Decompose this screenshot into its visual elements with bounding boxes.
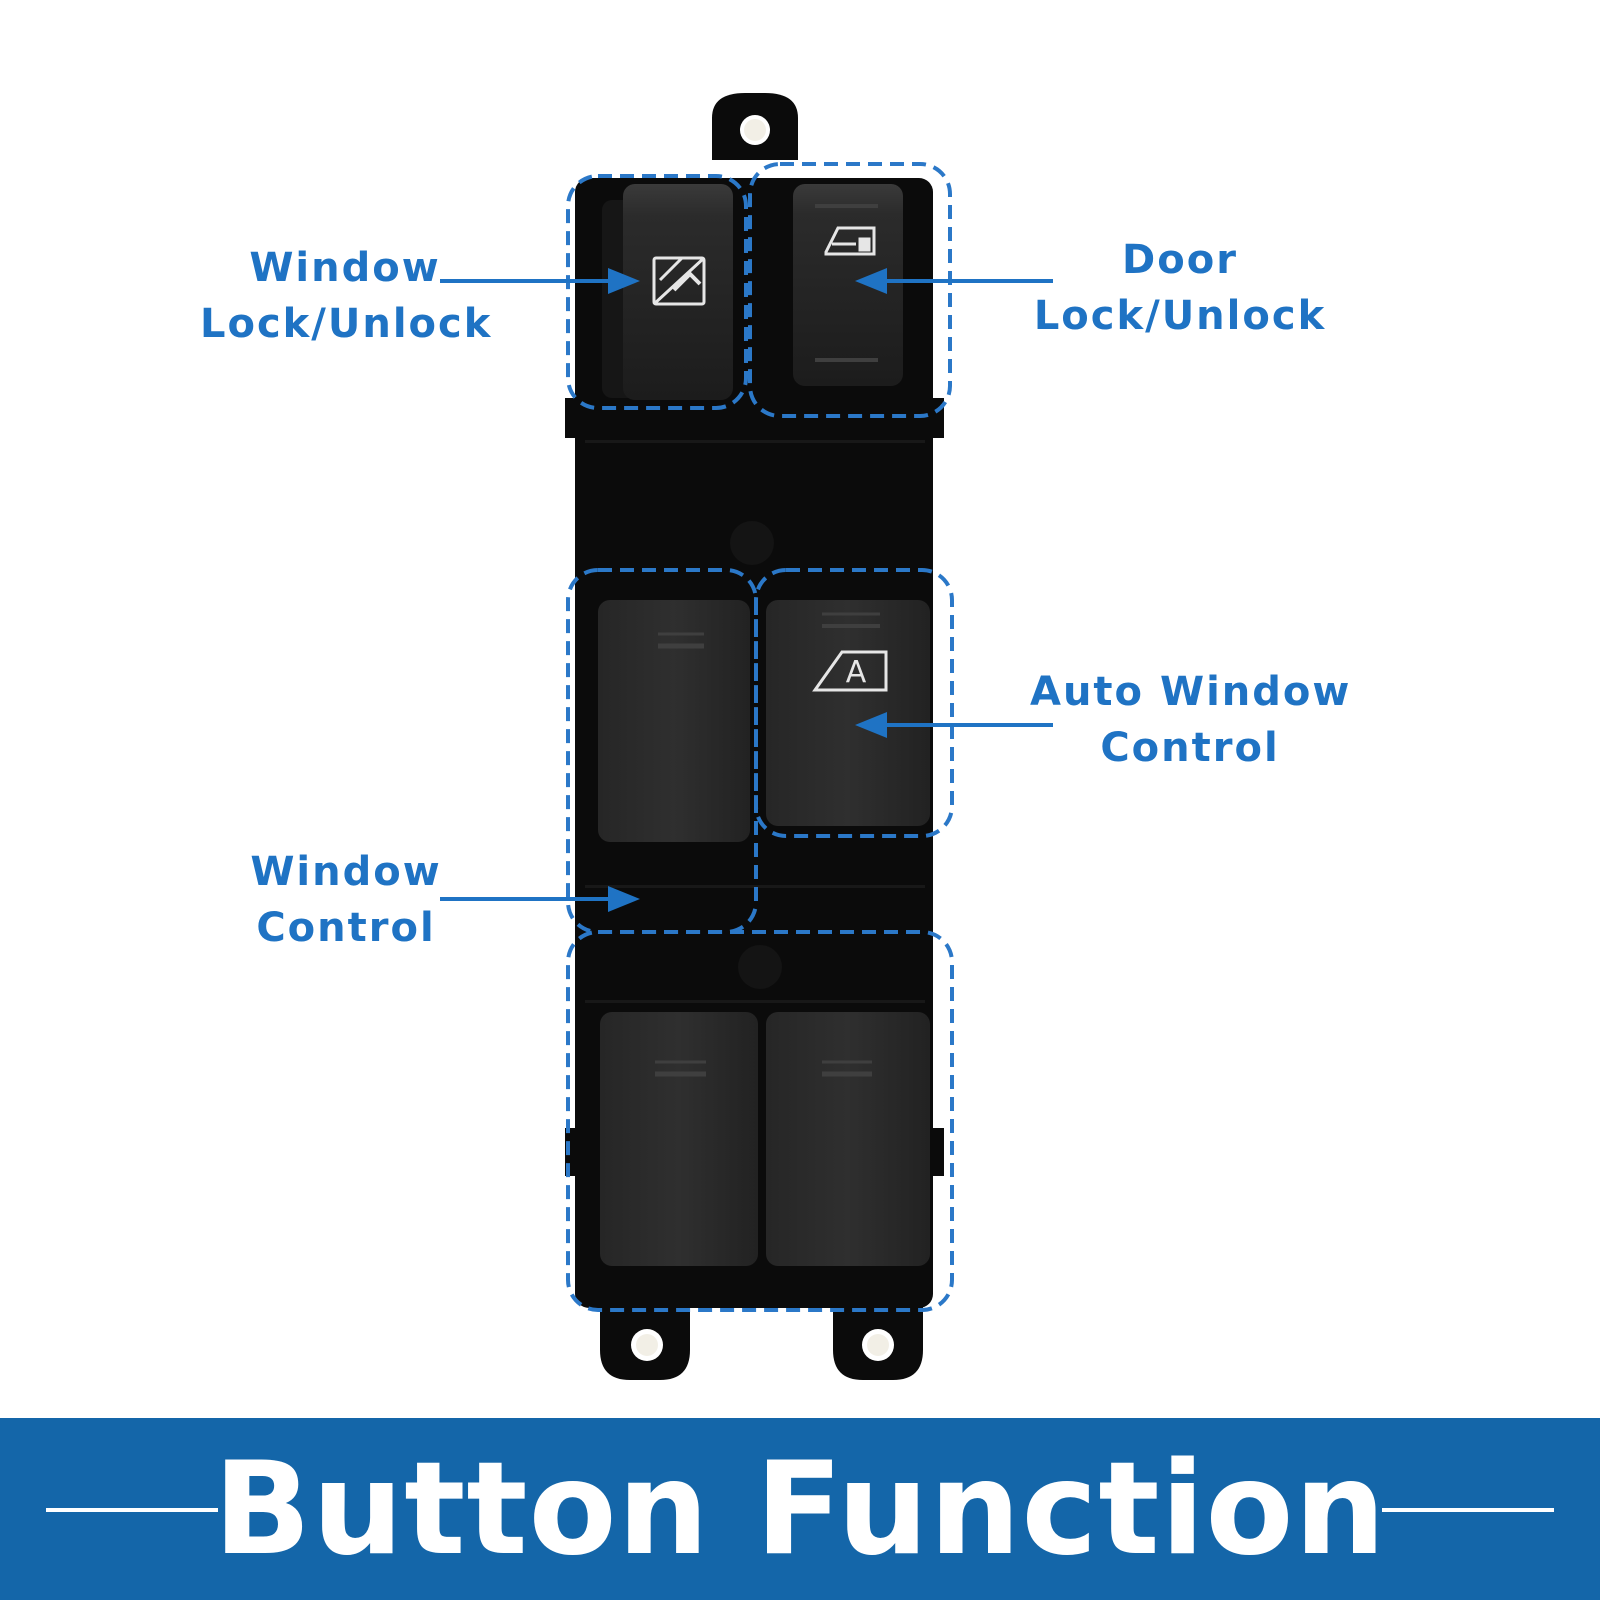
banner-rule-left [46, 1508, 218, 1512]
label-window-lock-line2: Lock/Unlock [200, 301, 493, 347]
auto-window-icon: A [812, 650, 888, 692]
label-window-lock-line1: Window [249, 245, 441, 291]
arrow-door-lock [855, 268, 1053, 294]
label-window-lock: Window Lock/Unlock [200, 240, 490, 352]
door-lock-button[interactable] [793, 184, 903, 386]
window-control-button-rear-right[interactable] [766, 1012, 930, 1266]
title-banner [0, 1418, 1600, 1600]
highlight-auto-window [754, 568, 954, 838]
window-control-button-rear-left[interactable] [600, 1012, 758, 1266]
banner-title: Button Function [213, 1434, 1387, 1584]
bottom-mount-tab-right [833, 1300, 923, 1380]
highlight-window-lock [566, 174, 748, 410]
label-door-lock-line2: Lock/Unlock [1033, 293, 1327, 339]
label-door-lock-line1: Door [1122, 237, 1238, 283]
label-auto-window: Auto Window Control [1030, 664, 1350, 776]
label-door-lock: Door Lock/Unlock [1030, 232, 1330, 344]
label-window-control-line1: Window [250, 849, 442, 895]
label-window-control-line2: Control [256, 905, 436, 951]
bottom-mount-tab-left [600, 1300, 690, 1380]
window-lock-icon [652, 256, 706, 306]
highlight-door-lock [748, 162, 952, 418]
highlight-rear-windows [566, 930, 954, 1312]
auto-window-glyph: A [846, 655, 867, 690]
label-auto-window-line2: Control [1100, 725, 1280, 771]
top-mount-tab [712, 93, 798, 160]
auto-window-control-button[interactable]: A [766, 600, 930, 826]
banner-rule-right [1382, 1508, 1554, 1512]
label-window-control: Window Control [236, 844, 456, 956]
label-auto-window-line1: Auto Window [1030, 669, 1352, 715]
arrow-window-control [440, 886, 640, 912]
window-control-button-driver[interactable] [598, 600, 750, 842]
window-lock-button[interactable] [602, 184, 733, 400]
arrow-window-lock [440, 268, 640, 294]
arrow-auto-window [855, 712, 1053, 738]
door-lock-icon [824, 226, 876, 256]
